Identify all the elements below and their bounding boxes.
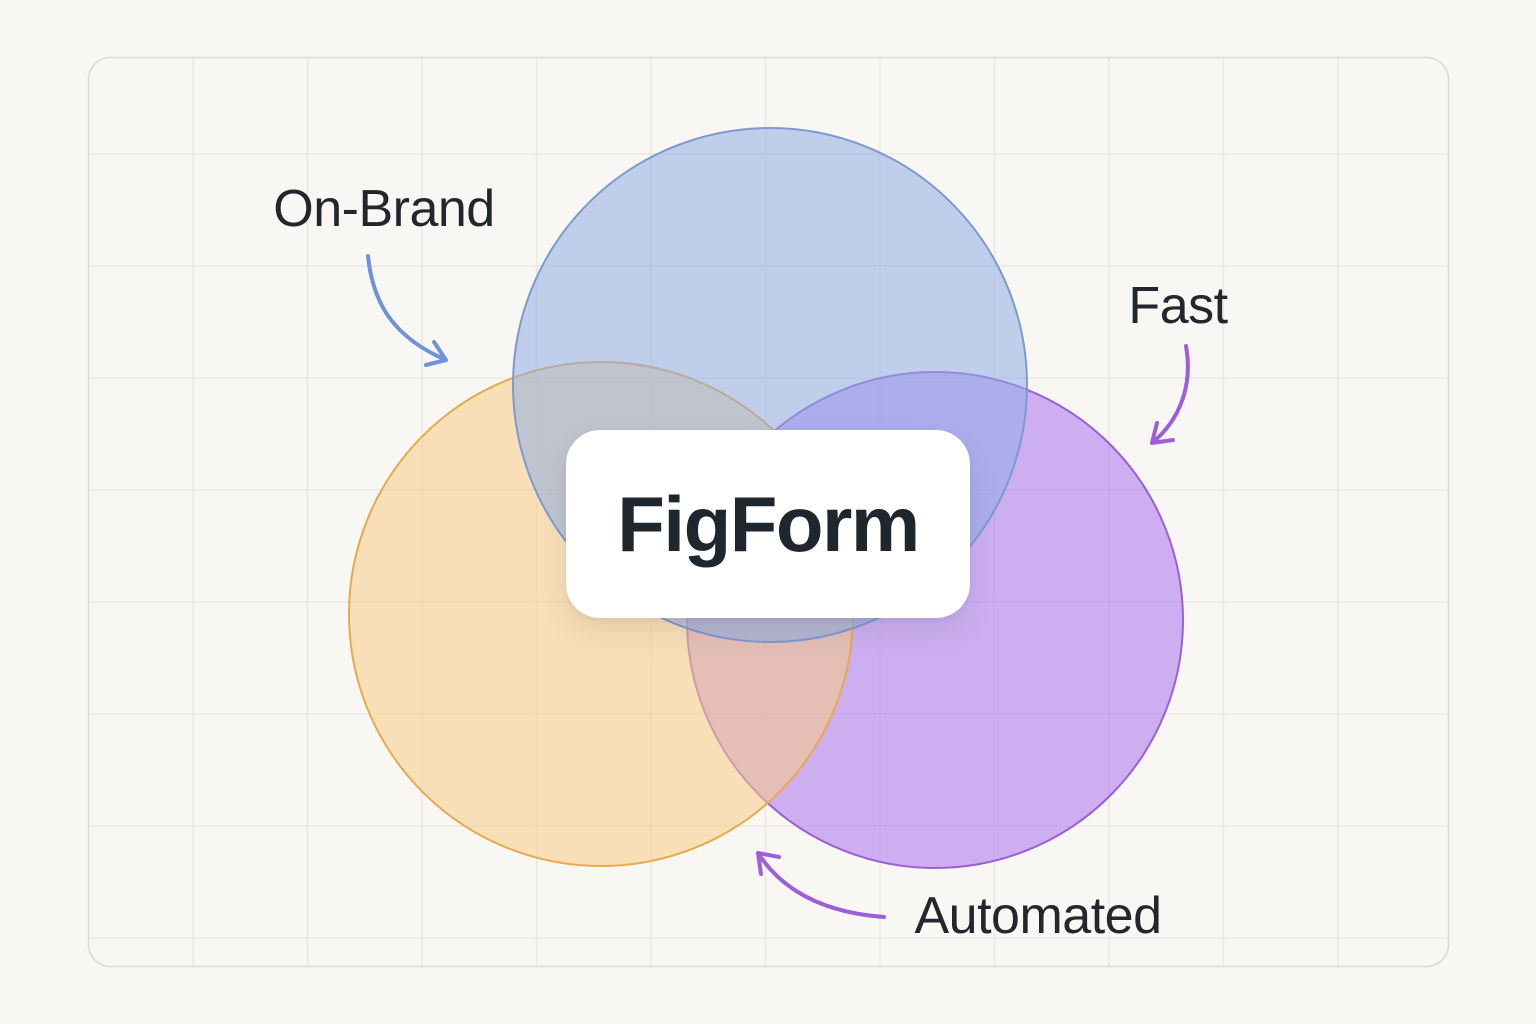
automated-label: Automated [914,887,1163,945]
canvas-frame-border [87,56,1450,968]
on-brand-label: On-Brand [273,180,495,238]
figform-title: FigForm [617,479,920,568]
automated-arrow [756,851,886,919]
fast-label: Fast [1128,277,1228,335]
fast-arrow [1150,344,1190,445]
annotation-arrows [366,254,1190,919]
on-brand-arrow [366,254,448,367]
figform-card: FigForm [566,430,970,618]
